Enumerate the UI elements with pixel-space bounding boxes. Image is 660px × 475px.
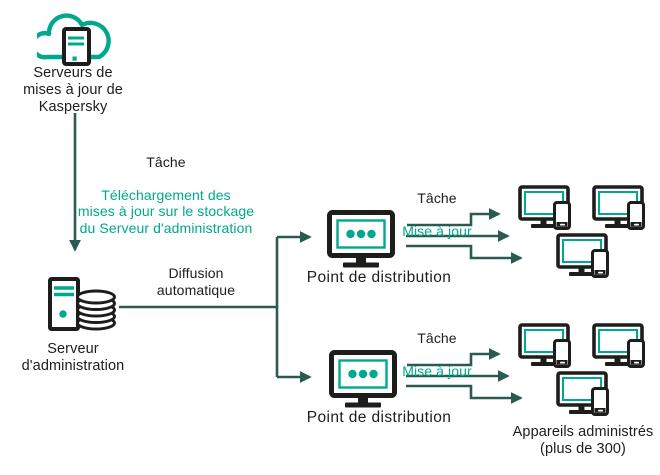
managed-device-icon <box>592 185 648 233</box>
update-task-2-label: Tâche Mise à jour <box>376 313 498 396</box>
download-task-title: Tâche <box>146 153 186 170</box>
managed-device-icon <box>592 323 648 371</box>
managed-devices-label: Appareils administrés (plus de 300) <box>512 424 654 458</box>
dp1-update-arrow-bottom <box>406 244 523 264</box>
update-task-2-subtitle: Mise à jour <box>402 362 472 379</box>
download-task-description: Téléchargement des mises à jour sur le s… <box>77 186 255 236</box>
dp2-update-arrow-bottom <box>406 384 523 404</box>
download-task-label: Tâche Téléchargement des mises à jour su… <box>72 137 260 253</box>
dp2-update-arrow-top <box>407 348 501 367</box>
dp1-update-arrow-top <box>407 208 501 227</box>
distribution-point-1-label: Point de distribution <box>306 269 452 286</box>
kaspersky-update-servers-icon cloud-server-icon <box>37 9 111 69</box>
diffusion-label: Diffusion automatique <box>156 265 236 298</box>
update-task-2-title: Tâche <box>417 329 457 346</box>
update-task-1-subtitle: Mise à jour <box>402 222 472 239</box>
update-task-1-title: Tâche <box>417 189 457 206</box>
managed-device-icon <box>518 185 574 233</box>
managed-device-icon <box>518 323 574 371</box>
managed-device-icon <box>556 371 612 419</box>
admin-server-label: Serveur d'administration <box>21 341 125 375</box>
admin-server-icon server-storage-icon <box>44 273 120 333</box>
distribution-point-2-label: Point de distribution <box>306 409 452 426</box>
update-task-1-label: Tâche Mise à jour <box>376 173 498 256</box>
managed-device-icon <box>556 233 612 281</box>
update-servers-label: Serveurs de mises à jour de Kaspersky <box>23 65 123 116</box>
